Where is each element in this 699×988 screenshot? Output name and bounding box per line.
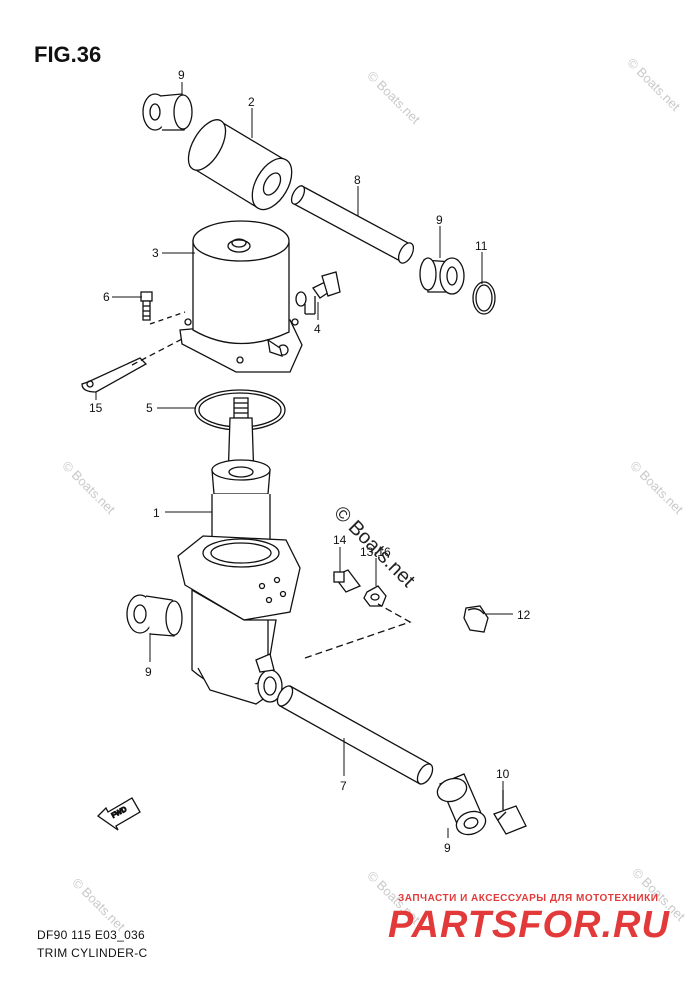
nut-part-13-16 (363, 585, 387, 607)
callout-numbers: 9 2 8 9 11 3 4 6 15 5 1 9 7 9 10 14 13·1… (89, 68, 531, 855)
callout-6: 6 (103, 290, 110, 304)
cylinder-cap-part-3 (179, 220, 303, 373)
callout-1: 1 (153, 506, 160, 520)
model-code: DF90 115 E03_036 (37, 928, 145, 942)
forward-direction-arrow: FWD (96, 797, 141, 831)
callout-11: 11 (475, 239, 488, 253)
snap-ring-part-11 (472, 281, 496, 315)
pin-part-8 (290, 185, 415, 264)
callout-12: 12 (517, 608, 531, 622)
callout-9-upper-right: 9 (436, 213, 443, 227)
bushing-part-9-lower-left (126, 594, 183, 637)
bushing-part-9-lower-right (436, 773, 487, 836)
bushing-part-9-top (142, 93, 193, 131)
brand-tagline: ЗАПЧАСТИ И АКСЕССУАРЫ ДЛЯ МОТОТЕХНИКИ (398, 893, 659, 904)
pin-part-7 (276, 685, 434, 785)
fitting-part-4 (295, 271, 341, 315)
callout-4: 4 (314, 322, 321, 336)
callout-9-top: 9 (178, 68, 185, 82)
callout-15: 15 (89, 401, 103, 415)
callout-9-lower-left: 9 (145, 665, 152, 679)
callout-10: 10 (496, 767, 510, 781)
sleeve-part-2 (187, 119, 293, 211)
clip-part-12 (463, 605, 489, 633)
leader-lines (95, 82, 513, 838)
clamp-plate-part-15 (81, 337, 185, 393)
figure-title: FIG.36 (34, 42, 102, 67)
callout-2: 2 (248, 95, 255, 109)
callout-14: 14 (333, 533, 347, 547)
bushing-part-9-upper-right (419, 257, 465, 295)
bolt-part-6 (140, 291, 186, 325)
callout-8: 8 (354, 173, 361, 187)
cylinder-assembly-part-1 (177, 397, 301, 705)
callout-9-lower-right: 9 (444, 841, 451, 855)
callout-7: 7 (340, 779, 347, 793)
figure-caption: TRIM CYLINDER-C (37, 946, 148, 960)
assembly-dash-line (304, 603, 412, 659)
bolt-part-10 (493, 790, 527, 835)
callout-5: 5 (146, 401, 153, 415)
brand-logo: PARTSFOR.RU (388, 904, 670, 946)
callout-3: 3 (152, 246, 159, 260)
bolt-part-14 (332, 569, 362, 593)
callout-13-16: 13·16 (360, 545, 391, 559)
